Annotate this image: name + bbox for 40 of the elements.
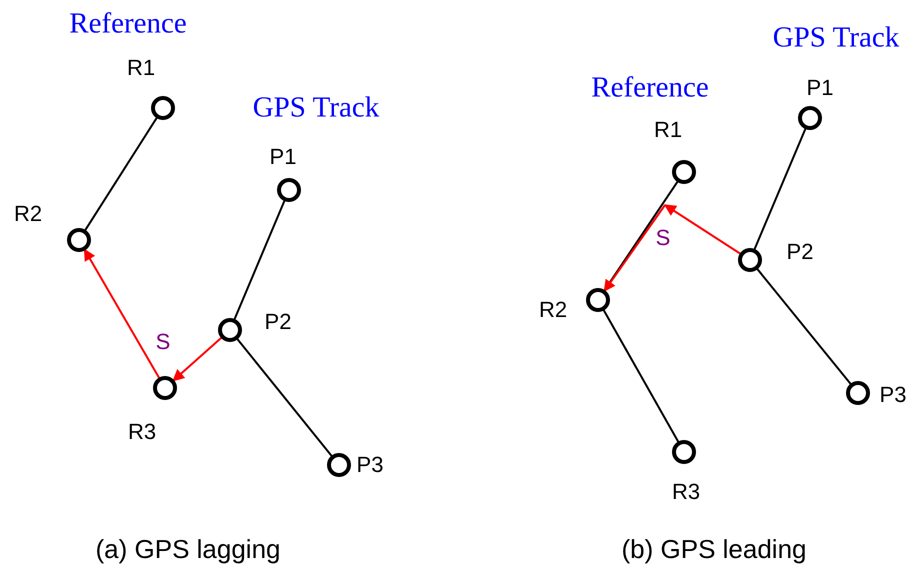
point-label: P2 <box>786 241 814 263</box>
track-line <box>756 268 852 386</box>
track-line <box>233 200 286 320</box>
offset-arrow <box>604 204 666 292</box>
point-label: R3 <box>672 481 700 503</box>
point-label: P3 <box>880 384 906 406</box>
point-marker <box>151 96 175 120</box>
point-marker <box>798 106 822 130</box>
track-line <box>84 116 158 232</box>
point-marker <box>846 381 870 405</box>
point-label: R1 <box>126 57 156 79</box>
group-title: Reference <box>591 74 709 102</box>
point-marker <box>738 248 762 272</box>
panel-caption: (b) GPS leading <box>622 536 806 562</box>
offset-arrow <box>84 248 160 379</box>
track-line <box>753 128 807 250</box>
point-label: P3 <box>356 454 384 476</box>
point-label: R1 <box>654 119 682 141</box>
point-marker <box>277 178 301 202</box>
point-marker <box>586 288 610 312</box>
group-title: GPS Track <box>772 24 900 52</box>
point-marker <box>672 440 696 464</box>
point-marker <box>327 453 351 477</box>
point-marker <box>67 228 91 252</box>
track-line <box>602 309 680 443</box>
point-label: R3 <box>128 421 156 443</box>
group-title: Reference <box>69 10 187 38</box>
point-label: P1 <box>806 77 834 99</box>
point-marker <box>218 318 242 342</box>
point-label: P2 <box>264 311 292 333</box>
point-marker <box>672 160 696 184</box>
panel-caption: (a) GPS lagging <box>96 536 280 562</box>
offset-arrow <box>172 336 222 382</box>
point-marker <box>153 376 177 400</box>
track-line <box>236 338 333 458</box>
group-title: GPS Track <box>252 94 380 122</box>
point-label: R2 <box>14 203 42 225</box>
point-label: P1 <box>270 146 296 168</box>
point-label: R2 <box>538 299 568 321</box>
offset-arrow <box>664 204 742 255</box>
